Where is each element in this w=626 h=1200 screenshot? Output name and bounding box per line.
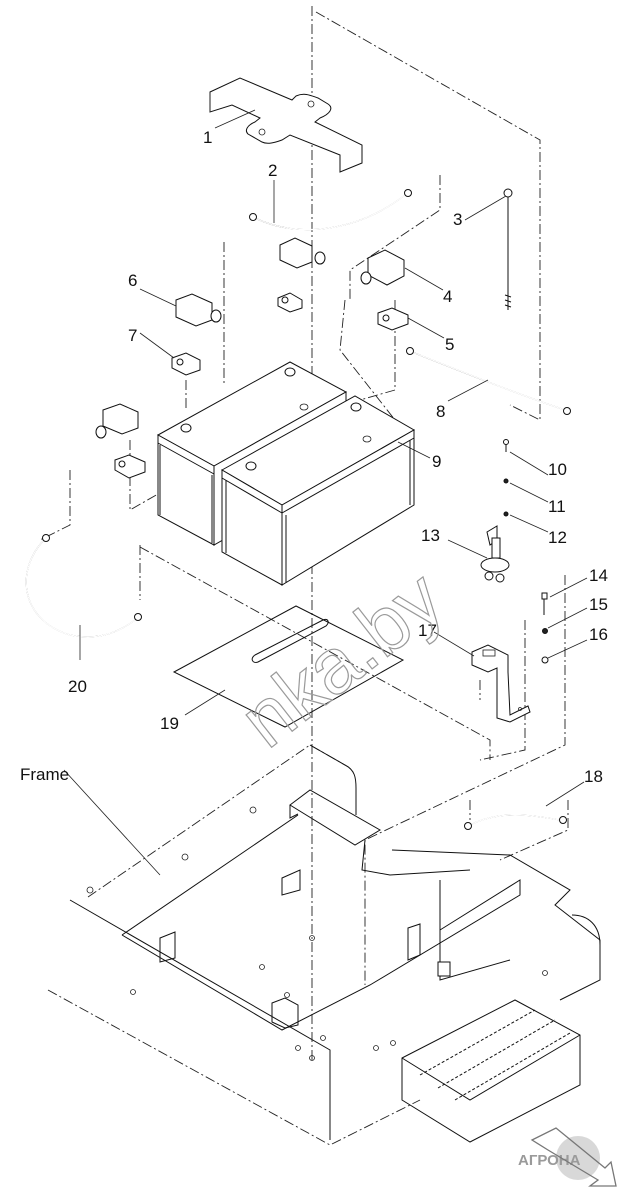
- part-terminal-clamp-left[interactable]: [114, 454, 146, 479]
- part-terminal-cover-center[interactable]: [279, 237, 326, 269]
- part-battery-cable-20[interactable]: [25, 534, 142, 638]
- part-terminal-cover-6[interactable]: [175, 293, 222, 327]
- part-hold-down-bracket[interactable]: [209, 77, 363, 173]
- frame-step[interactable]: [401, 999, 581, 1143]
- part-switch-bracket[interactable]: [471, 644, 531, 723]
- callout-15: 15: [589, 595, 608, 614]
- callout-6: 6: [128, 271, 137, 290]
- part-terminal-cover-left[interactable]: [95, 403, 139, 439]
- callout-1: 1: [203, 128, 212, 147]
- callout-13: 13: [421, 526, 440, 545]
- part-nut-16[interactable]: [541, 656, 549, 664]
- callout-20: 20: [68, 677, 87, 696]
- part-washer-11[interactable]: [503, 478, 509, 484]
- frame-label: Frame: [20, 765, 69, 784]
- callout-2: 2: [268, 161, 277, 180]
- part-battery-mat[interactable]: [172, 605, 405, 728]
- part-washer-12[interactable]: [503, 511, 509, 517]
- callout-labels: 1 2 3 4 5 6 7 8 9 10 11 12 13 14 15 16 1…: [20, 128, 608, 786]
- logo-text: АГРОНА: [518, 1152, 581, 1169]
- callout-18: 18: [584, 767, 603, 786]
- part-ground-cable-18[interactable]: [464, 814, 567, 830]
- part-battery-cable-8[interactable]: [406, 347, 571, 415]
- callout-7: 7: [128, 326, 137, 345]
- callout-9: 9: [432, 452, 441, 471]
- logo-circle-icon: [556, 1136, 600, 1180]
- part-disconnect-switch[interactable]: [480, 525, 510, 583]
- callout-16: 16: [589, 625, 608, 644]
- callout-19: 19: [160, 714, 179, 733]
- callout-14: 14: [589, 566, 608, 585]
- callout-5: 5: [445, 335, 454, 354]
- part-screw-10[interactable]: [503, 439, 509, 453]
- part-terminal-cover-4[interactable]: [360, 249, 405, 286]
- part-hold-down-rod[interactable]: [503, 188, 513, 310]
- part-jumper-cable[interactable]: [249, 189, 412, 231]
- arrow-icon: [530, 1127, 617, 1187]
- callout-4: 4: [443, 287, 452, 306]
- brand-logo: АГРОНА: [518, 1127, 617, 1187]
- part-terminal-clamp-7[interactable]: [171, 352, 201, 376]
- callout-17: 17: [418, 621, 437, 640]
- frame[interactable]: [47, 744, 601, 1146]
- part-batteries[interactable]: [156, 361, 416, 586]
- callout-10: 10: [548, 460, 567, 479]
- part-terminal-clamp-center[interactable]: [277, 292, 303, 313]
- callout-8: 8: [436, 402, 445, 421]
- part-washer-15[interactable]: [542, 628, 548, 634]
- callout-11: 11: [548, 497, 566, 516]
- callout-3: 3: [453, 210, 462, 229]
- watermark-text: nka.by: [224, 553, 459, 764]
- part-bolt-14[interactable]: [541, 592, 548, 615]
- part-terminal-clamp-5[interactable]: [377, 307, 409, 331]
- leader-lines: [63, 109, 588, 876]
- callout-12: 12: [548, 528, 567, 547]
